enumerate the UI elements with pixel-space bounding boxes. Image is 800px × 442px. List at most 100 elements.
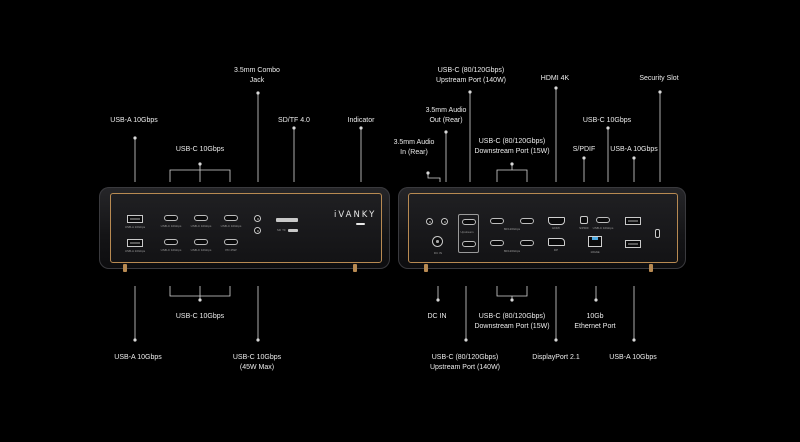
rear-faceplate <box>408 193 678 263</box>
rear-dp-text: DP <box>553 248 559 252</box>
callout-usba-rear-bottom: USB-A 10Gbps <box>609 354 657 361</box>
leader-ethernet-dot <box>594 298 598 302</box>
front-usbc-text-pd: PD 45W <box>225 248 237 252</box>
front-indicator-light <box>356 223 365 225</box>
callout-upstream-top-line1: USB-C (80/120Gbps) <box>437 67 505 74</box>
callout-combo-jack-line2: Jack <box>249 77 265 84</box>
front-sd-text: SD <box>276 228 282 232</box>
leader-spdif-dot <box>582 156 586 160</box>
rear-dc-in-port <box>432 236 443 247</box>
leader-front-usbc-bottom-dot <box>198 298 202 302</box>
front-combo-jack <box>254 215 261 222</box>
front-tf-slot <box>288 229 298 232</box>
front-usbc-port-1 <box>164 215 178 221</box>
callout-displayport: DisplayPort 2.1 <box>532 354 580 361</box>
rear-audio-in-jack <box>426 218 433 225</box>
rear-downstream-text-2: 80/120Gbps <box>503 249 521 253</box>
rear-upstream-port-2 <box>461 241 476 247</box>
rear-displayport <box>548 238 565 246</box>
rear-downstream-port-3 <box>490 240 504 246</box>
rear-hdmi-text: HDMI <box>552 226 560 230</box>
callout-audio-out-line1: 3.5mm Audio <box>425 107 467 114</box>
callout-downstream-top-line1: USB-C (80/120Gbps) <box>478 138 546 145</box>
callout-audio-in-line2: In (Rear) <box>400 149 428 156</box>
callout-combo-jack-line1: 3.5mm Combo <box>234 67 280 74</box>
front-usbc-port-5 <box>194 239 208 245</box>
callout-upstream-bottom-line2: Upstream Port (140W) <box>429 364 501 371</box>
callout-downstream-top: USB-C (80/120Gbps) Downstream Port (15W) <box>474 137 549 157</box>
callout-front-usbc-pd: USB-C 10Gbps (45W Max) <box>233 353 281 373</box>
callout-front-usbc-pd-line1: USB-C 10Gbps <box>232 354 282 361</box>
front-usbc-port-pd <box>224 239 238 245</box>
leader-sd-tf-dot <box>292 126 296 130</box>
rear-downstream-port-4 <box>520 240 534 246</box>
front-usbc-text-1: USB-C 10Gbps <box>160 224 182 228</box>
rear-foot-left <box>424 264 428 272</box>
leader-usba-rear-bottom-dot <box>632 338 636 342</box>
callout-hdmi: HDMI 4K <box>540 75 570 82</box>
callout-downstream-top-line2: Downstream Port (15W) <box>474 148 550 155</box>
callout-ethernet-line1: 10Gb <box>586 313 604 320</box>
callout-front-usba-bottom: USB-A 10Gbps <box>114 354 162 361</box>
leader-upstream-top-dot <box>468 90 472 94</box>
rear-usba-port-bottom <box>625 240 641 248</box>
front-usbc-text-2: USB-C 10Gbps <box>190 224 212 228</box>
leader-front-usbc-pd-dot <box>256 338 260 342</box>
front-combo-jack-2 <box>254 227 261 234</box>
leader-hdmi-dot <box>554 86 558 90</box>
front-usbc-port-4 <box>164 239 178 245</box>
leader-upstream-bottom-dot <box>464 338 468 342</box>
front-usba-port-top <box>127 215 143 223</box>
leader-dc-in-dot <box>436 298 440 302</box>
leader-front-usba-top-dot <box>133 136 137 140</box>
callout-upstream-top: USB-C (80/120Gbps) Upstream Port (140W) <box>436 66 506 86</box>
rear-downstream-port-1 <box>490 218 504 224</box>
front-sd-slot <box>276 218 298 222</box>
leader-downstream-top-bar <box>496 169 528 182</box>
rear-spdif-text: S/PDIF <box>579 226 589 230</box>
rear-security-slot <box>655 229 660 238</box>
front-tf-text: TF <box>282 228 286 232</box>
callout-front-usbc-bottom: USB-C 10Gbps <box>175 313 225 320</box>
callout-spdif: S/PDIF <box>572 146 596 153</box>
leader-combo-jack-dot <box>256 91 260 95</box>
callout-usba-rear-top: USB-A 10Gbps <box>610 146 658 153</box>
leader-downstream-bottom-dot <box>510 298 514 302</box>
callout-audio-out-line2: Out (Rear) <box>429 117 463 124</box>
rear-usbc-10g-text: USB-C 10Gbps <box>592 226 614 230</box>
leader-displayport-dot <box>554 338 558 342</box>
front-foot-left <box>123 264 127 272</box>
rear-spdif-port <box>580 216 588 224</box>
leader-indicator-dot <box>359 126 363 130</box>
rear-downstream-port-2 <box>520 218 534 224</box>
callout-front-usbc-top: USB-C 10Gbps <box>175 146 225 153</box>
rear-hdmi-port <box>548 217 565 225</box>
callout-security-slot: Security Slot <box>639 75 679 82</box>
leader-downstream-top-dot <box>510 162 514 166</box>
front-usba-top-text: USB-A 10Gbps <box>124 225 146 229</box>
rear-usbc-10g-port <box>596 217 610 223</box>
callout-usbc-rear: USB-C 10Gbps <box>582 117 632 124</box>
front-usbc-text-4: USB-C 10Gbps <box>160 248 182 252</box>
callout-downstream-bottom: USB-C (80/120Gbps) Downstream Port (15W) <box>474 312 549 332</box>
leader-audio-in-dot <box>426 171 430 175</box>
leader-audio-in-line <box>427 173 441 182</box>
leader-security-dot <box>658 90 662 94</box>
rear-eth-text: 10GbE <box>590 250 600 254</box>
callout-upstream-top-line2: Upstream Port (140W) <box>435 77 507 84</box>
callout-front-usbc-pd-line2: (45W Max) <box>239 364 275 371</box>
brand-logo: iVANKY <box>334 210 377 220</box>
callout-dc-in: DC IN <box>427 313 447 320</box>
leader-downstream-bottom-bar <box>496 286 528 297</box>
callout-audio-out: 3.5mm Audio Out (Rear) <box>426 106 467 126</box>
rear-usba-port-top <box>625 217 641 225</box>
rear-upstream-block <box>458 214 479 253</box>
callout-upstream-bottom-line1: USB-C (80/120Gbps) <box>431 354 499 361</box>
front-usba-port-bottom <box>127 239 143 247</box>
front-foot-right <box>353 264 357 272</box>
leader-front-usbc-top-dot <box>198 162 202 166</box>
callout-downstream-bottom-line1: USB-C (80/120Gbps) <box>478 313 546 320</box>
rear-upstream-text: Upstream <box>460 230 474 234</box>
rear-ethernet-port <box>588 236 602 247</box>
